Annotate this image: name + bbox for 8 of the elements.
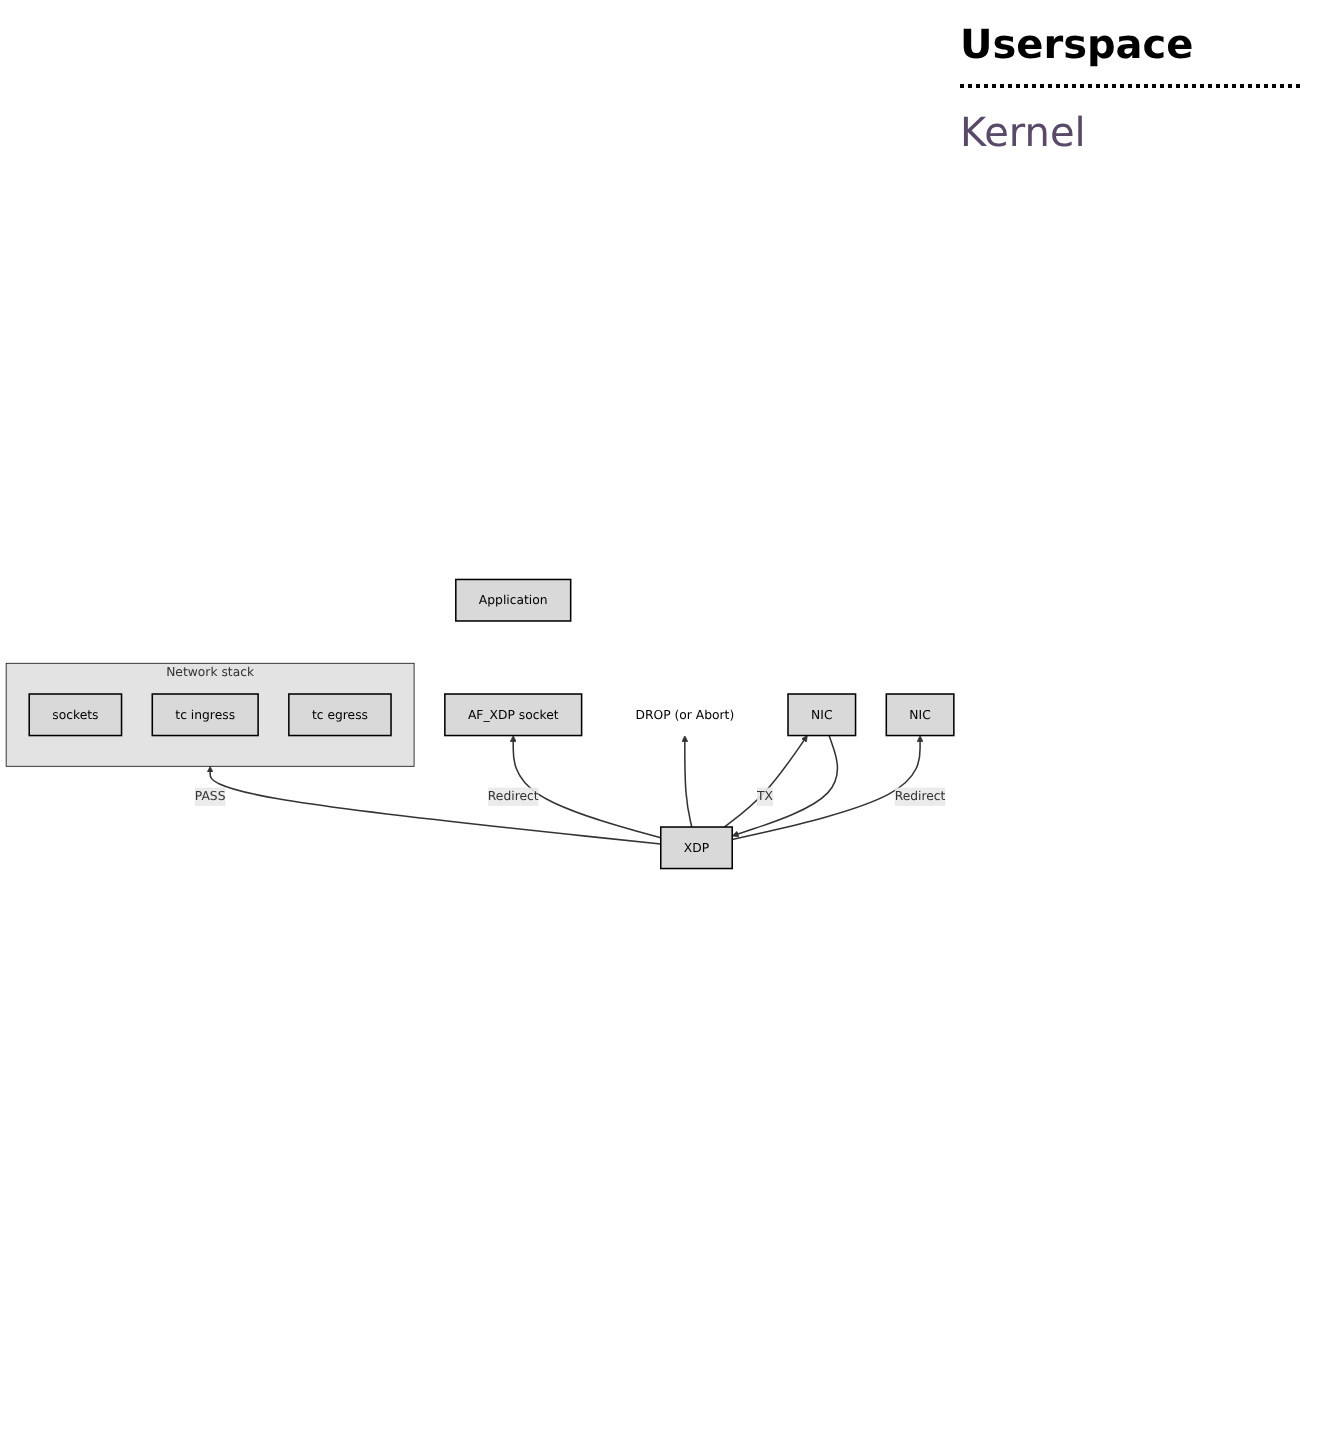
- arrow: [509, 735, 662, 839]
- region-label: Userspace: [960, 20, 1300, 88]
- arrow: [731, 734, 839, 838]
- arrow: [681, 735, 693, 828]
- arrow: [731, 735, 924, 841]
- arrow: [206, 766, 662, 845]
- region-label: Kernel: [960, 108, 1088, 156]
- arrow: [723, 735, 808, 828]
